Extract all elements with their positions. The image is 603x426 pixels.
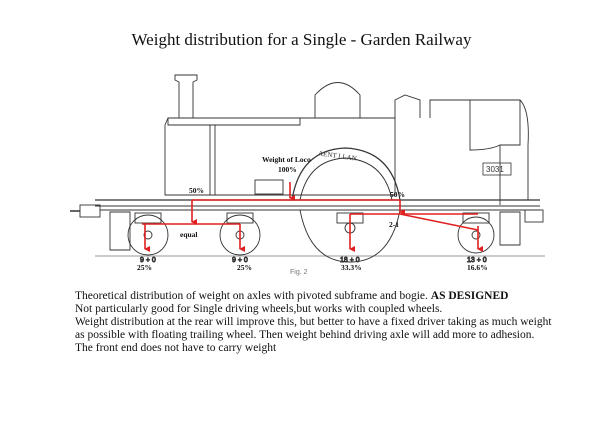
driving-wheel xyxy=(299,209,401,263)
rear-half-label: 50% xyxy=(189,186,204,195)
total-weight-label: 100% xyxy=(278,165,297,174)
trailing-wheel xyxy=(457,216,495,254)
description: Theoretical distribution of weight on ax… xyxy=(75,290,565,355)
description-line-4: as possible with floating trailing wheel… xyxy=(75,329,535,341)
cab-number: 3031 xyxy=(486,165,504,174)
axle4-label: 16.6% xyxy=(467,263,488,272)
weight-of-loco-label: Weight of Loco xyxy=(262,155,311,164)
bogie-wheel-front xyxy=(127,214,169,256)
svg-text:9 + 0: 9 + 0 xyxy=(232,257,248,264)
buffer-beam xyxy=(79,204,101,218)
description-line-2: Not particularly good for Single driving… xyxy=(75,303,443,315)
cab xyxy=(429,99,521,205)
dome xyxy=(314,82,361,118)
description-line-5: The front end does not have to carry wei… xyxy=(75,342,277,354)
ratio-label: 2-1 xyxy=(389,220,399,229)
axle3-label: 33.3% xyxy=(341,263,362,272)
as-designed-emphasis: AS DESIGNED xyxy=(430,290,509,302)
front-diagonal xyxy=(399,213,479,231)
description-line-1: Theoretical distribution of weight on ax… xyxy=(75,290,509,302)
nameplate: AENT LLAN xyxy=(318,149,358,162)
figure-caption: Fig. 2 xyxy=(290,269,308,276)
chimney xyxy=(174,74,198,119)
page-title: Weight distribution for a Single - Garde… xyxy=(131,30,472,49)
splasher xyxy=(291,147,401,201)
svg-text:13 + 0: 13 + 0 xyxy=(467,257,487,264)
locomotive-drawing: 9 + 0 9 + 0 18 + 0 13 + 0 xyxy=(70,74,545,264)
bogie-wheel-rear xyxy=(219,214,261,256)
svg-text:18 + 0: 18 + 0 xyxy=(340,257,360,264)
axle1-label: 25% xyxy=(137,263,152,272)
axle2-label: 25% xyxy=(237,263,252,272)
description-line-3: Weight distribution at the rear will imp… xyxy=(75,316,552,328)
cab-number-plate xyxy=(482,162,512,176)
equal-label: equal xyxy=(180,230,198,239)
front-half-label: 50% xyxy=(390,190,405,199)
svg-text:9 + 0: 9 + 0 xyxy=(140,257,156,264)
weight-arrows xyxy=(142,182,483,252)
